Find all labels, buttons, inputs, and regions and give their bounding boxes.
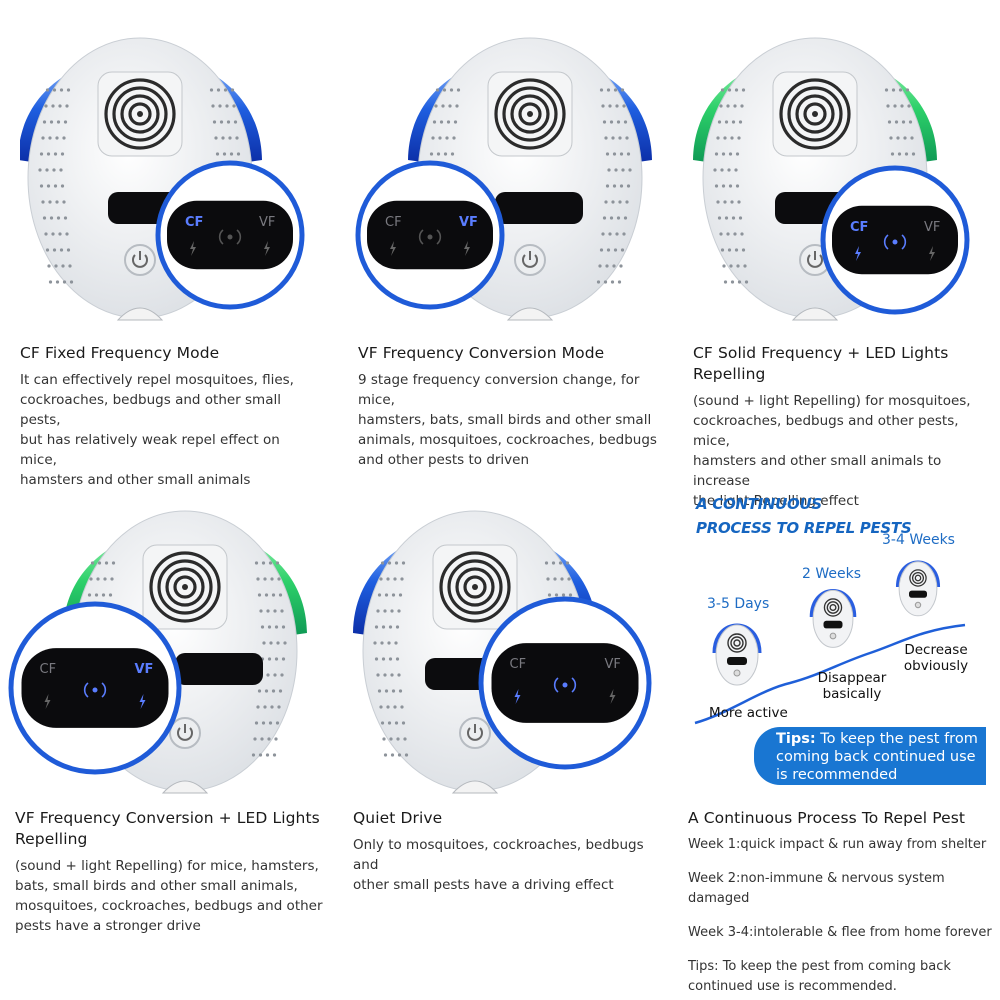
device-illustration-cf-led-mode: CF VF <box>693 37 970 321</box>
vf-indicator: VF <box>605 657 621 672</box>
week-2-text: Week 2:non-immune & nervous system damag… <box>688 871 945 906</box>
speaker-grille <box>97 71 183 157</box>
mode-title: VF Frequency Conversion Mode <box>358 344 605 362</box>
magnifier-lens: CF VF <box>478 596 652 770</box>
process-title: A Continuous Process To Repel Pest <box>688 809 966 827</box>
cf-indicator: CF <box>40 662 57 677</box>
week-1-text: Week 1:quick impact & run away from shel… <box>688 837 987 852</box>
power-button-icon <box>459 717 491 749</box>
device-thumb-2-weeks <box>809 589 857 648</box>
magnifier-lens: CF VF <box>155 160 305 310</box>
mode-title: CF Solid Frequency + LED Lights Repellin… <box>693 344 949 383</box>
device-thumb-3-4-weeks <box>895 560 941 617</box>
magnifier-lens: CF VF <box>820 165 970 315</box>
vf-indicator: VF <box>259 215 275 230</box>
vf-indicator: VF <box>459 215 478 230</box>
process-heading: A CONTINUOUS PROCESS TO REPEL PESTS <box>696 495 912 537</box>
lightning-icon <box>139 694 146 709</box>
effect-disappear-basically: Disappear basically <box>817 670 887 702</box>
sound-wave-icon <box>553 677 577 693</box>
progress-curve <box>694 623 966 725</box>
mode-title: VF Frequency Conversion + LED Lights Rep… <box>15 809 320 848</box>
device-illustration-vf-mode: CF VF <box>355 37 652 321</box>
cf-indicator: CF <box>510 657 527 672</box>
lightning-icon <box>44 694 51 709</box>
device-illustration-quiet-mode: CF VF <box>353 510 652 794</box>
speaker-grille <box>487 71 573 157</box>
mode-description: It can effectively repel mosquitoes, fli… <box>20 372 294 488</box>
lightning-icon <box>390 241 396 256</box>
lightning-icon <box>609 689 616 704</box>
sound-wave-icon <box>218 229 242 245</box>
cf-indicator: CF <box>185 215 203 230</box>
stage-label-2-weeks: 2 Weeks <box>802 566 862 582</box>
process-curve-graphic <box>694 560 966 725</box>
speaker-grille <box>772 71 858 157</box>
effect-more-active: More active <box>709 705 788 721</box>
lightning-icon <box>190 241 196 256</box>
vf-indicator: VF <box>135 662 154 677</box>
week-3-4-text: Week 3-4:intolerable & flee from home fo… <box>688 925 992 940</box>
mode-description: (sound + light Repelling) for mice, hams… <box>15 858 323 934</box>
sound-wave-icon <box>883 234 907 250</box>
cf-indicator: CF <box>385 215 402 230</box>
sound-wave-icon <box>418 229 442 245</box>
device-illustration-cf-mode: CF VF <box>20 37 305 321</box>
sound-wave-icon <box>83 682 107 698</box>
lightning-icon <box>929 246 935 261</box>
lightning-icon <box>464 241 470 256</box>
magnifier-lens: CF VF <box>355 160 505 310</box>
mode-title: CF Fixed Frequency Mode <box>20 344 220 362</box>
effect-decrease-obviously: Decrease obviously <box>903 642 969 674</box>
lightning-icon <box>855 246 861 261</box>
lightning-icon <box>514 689 521 704</box>
tips-text: Tips: To keep the pest from coming back … <box>688 959 951 994</box>
mode-panel-small <box>495 192 583 224</box>
stage-label-3-5-days: 3-5 Days <box>707 596 770 612</box>
stage-label-3-4-weeks: 3-4 Weeks <box>882 532 955 548</box>
speaker-grille <box>142 544 228 630</box>
mode-panel-small <box>175 653 263 685</box>
tips-banner: Tips: To keep the pest from coming back … <box>754 727 986 785</box>
mode-title: Quiet Drive <box>353 809 443 827</box>
mode-description: 9 stage frequency conversion change, for… <box>358 372 657 468</box>
power-button-icon <box>514 244 546 276</box>
cf-indicator: CF <box>850 220 868 235</box>
vf-indicator: VF <box>924 220 940 235</box>
lightning-icon <box>264 241 270 256</box>
mode-description: Only to mosquitoes, cockroaches, bedbugs… <box>353 837 644 893</box>
speaker-grille <box>432 544 518 630</box>
magnifier-lens: CF VF <box>8 601 182 775</box>
power-button-icon <box>169 717 201 749</box>
device-thumb-3-5-days <box>712 623 762 686</box>
device-illustration-vf-led-mode: CF VF <box>8 510 307 794</box>
power-button-icon <box>124 244 156 276</box>
mode-description: (sound + light Repelling) for mosquitoes… <box>693 393 971 509</box>
